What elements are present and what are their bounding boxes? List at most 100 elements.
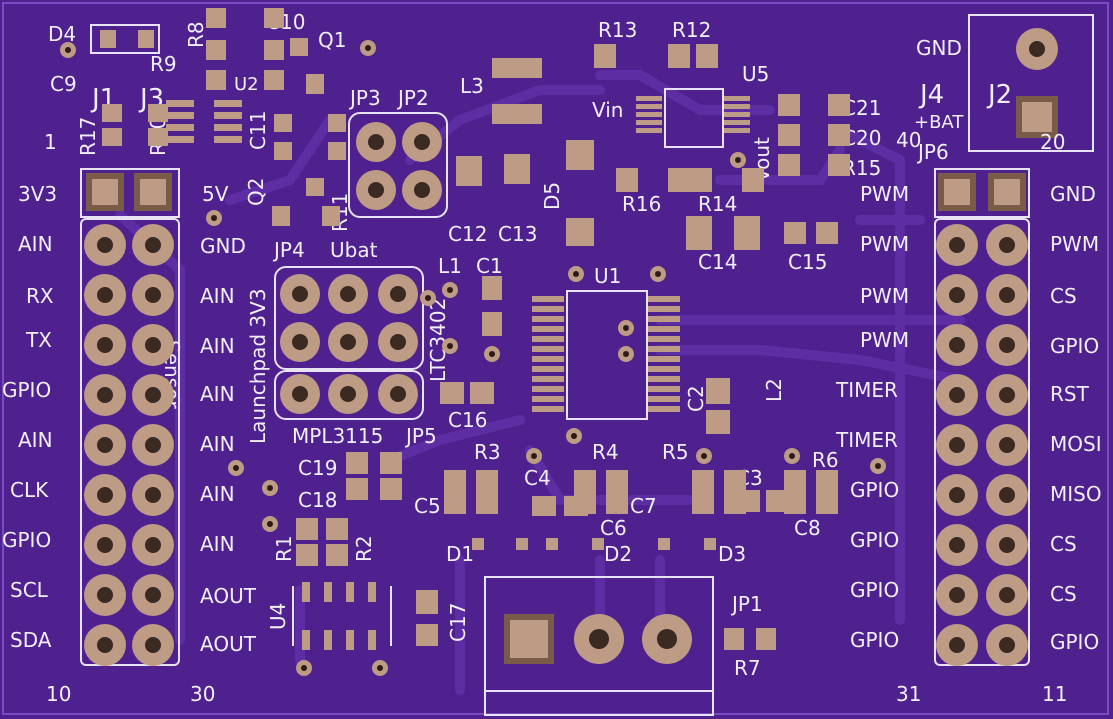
smd-pad: [274, 114, 292, 132]
refdes-launchpad: Launchpad 3V3: [246, 288, 270, 444]
jumper-pad[interactable]: [356, 122, 396, 162]
diode-pad: [592, 538, 604, 550]
battery-pad[interactable]: [1016, 28, 1058, 70]
jumper-pad[interactable]: [280, 374, 320, 414]
pin-square[interactable]: [988, 173, 1026, 211]
refdes-d5: D5: [540, 181, 564, 210]
refdes-l3: L3: [460, 74, 484, 98]
terminal-pad[interactable]: [642, 614, 692, 664]
jumper-pad[interactable]: [328, 322, 368, 362]
u4-pad: [324, 582, 332, 602]
header-pin[interactable]: [936, 424, 978, 466]
smd-pad: [778, 124, 800, 146]
header-pin[interactable]: [84, 224, 126, 266]
header-pin[interactable]: [936, 474, 978, 516]
header-pin[interactable]: [936, 274, 978, 316]
header-pin[interactable]: [936, 324, 978, 366]
header-pin[interactable]: [84, 374, 126, 416]
jumper-pad[interactable]: [280, 322, 320, 362]
jumper-pad[interactable]: [378, 374, 418, 414]
refdes-r7: R7: [734, 656, 761, 680]
header-pin[interactable]: [936, 524, 978, 566]
label-bat: +BAT: [914, 112, 964, 133]
refdes-jp4: JP4: [274, 238, 305, 262]
via: [372, 660, 388, 676]
pin-square[interactable]: [86, 173, 124, 211]
header-pin[interactable]: [132, 424, 174, 466]
u1-pad: [532, 316, 564, 322]
smd-pad: [564, 496, 588, 516]
header-pin[interactable]: [84, 324, 126, 366]
header-pin[interactable]: [936, 624, 978, 666]
smd-pad: [264, 8, 284, 28]
jumper-pad[interactable]: [378, 274, 418, 314]
refdes-c19: C19: [298, 456, 338, 480]
jumper-pad[interactable]: [280, 274, 320, 314]
d4-pad: [138, 30, 154, 48]
header-pin[interactable]: [84, 274, 126, 316]
header-pin[interactable]: [84, 524, 126, 566]
battery-pad-square[interactable]: [1016, 96, 1058, 138]
header-pin[interactable]: [986, 624, 1028, 666]
jumper-pad[interactable]: [402, 170, 442, 210]
smd-pad: [148, 128, 168, 146]
terminal-pad-square[interactable]: [504, 614, 554, 664]
refdes-c2: C2: [684, 385, 708, 412]
refdes-c4: C4: [524, 466, 551, 490]
jumper-jp5-outline: [274, 370, 424, 420]
header-pin[interactable]: [84, 574, 126, 616]
header-pin[interactable]: [986, 274, 1028, 316]
label-gpio: GPIO: [2, 378, 52, 402]
header-pin[interactable]: [84, 624, 126, 666]
header-pin[interactable]: [132, 324, 174, 366]
via: [870, 458, 886, 474]
header-pin[interactable]: [936, 374, 978, 416]
header-pin[interactable]: [936, 574, 978, 616]
pin-square[interactable]: [134, 173, 172, 211]
header-pin[interactable]: [986, 574, 1028, 616]
smd-pad: [290, 38, 308, 56]
jumper-pad[interactable]: [328, 274, 368, 314]
header-pin[interactable]: [84, 474, 126, 516]
smd-pad: [696, 44, 718, 68]
jumper-pad[interactable]: [402, 122, 442, 162]
header-pin[interactable]: [132, 624, 174, 666]
smd-pad: [482, 312, 502, 336]
pin-number: 31: [896, 682, 922, 706]
jumper-pad[interactable]: [328, 374, 368, 414]
header-pin[interactable]: [986, 524, 1028, 566]
header-pin[interactable]: [132, 224, 174, 266]
header-pin[interactable]: [132, 474, 174, 516]
header-pin[interactable]: [132, 374, 174, 416]
header-pin[interactable]: [936, 224, 978, 266]
jumper-pad[interactable]: [378, 322, 418, 362]
u5-pad: [636, 128, 662, 133]
via: [526, 448, 542, 464]
smd-pad: [306, 74, 324, 94]
u4-pad: [368, 582, 376, 602]
via: [730, 152, 746, 168]
header-pin[interactable]: [986, 424, 1028, 466]
jumper-pad[interactable]: [356, 170, 396, 210]
via: [206, 210, 222, 226]
header-pin[interactable]: [986, 374, 1028, 416]
terminal-pad[interactable]: [574, 614, 624, 664]
pin-square[interactable]: [938, 173, 976, 211]
header-pin[interactable]: [986, 324, 1028, 366]
smd-pad: [264, 70, 284, 90]
refdes-l1: L1: [438, 254, 462, 278]
smd-pad: [690, 168, 712, 192]
header-pin[interactable]: [986, 224, 1028, 266]
label-aout: AOUT: [200, 584, 256, 608]
header-pin[interactable]: [84, 424, 126, 466]
u4-pad: [302, 582, 310, 602]
header-pin[interactable]: [986, 474, 1028, 516]
header-pin[interactable]: [132, 274, 174, 316]
header-pin[interactable]: [132, 574, 174, 616]
header-pin[interactable]: [132, 524, 174, 566]
u1-pad: [532, 306, 564, 312]
smd-pad: [326, 518, 348, 540]
refdes-c8: C8: [794, 516, 821, 540]
u1-pad: [648, 296, 680, 302]
smd-pad: [706, 378, 730, 404]
